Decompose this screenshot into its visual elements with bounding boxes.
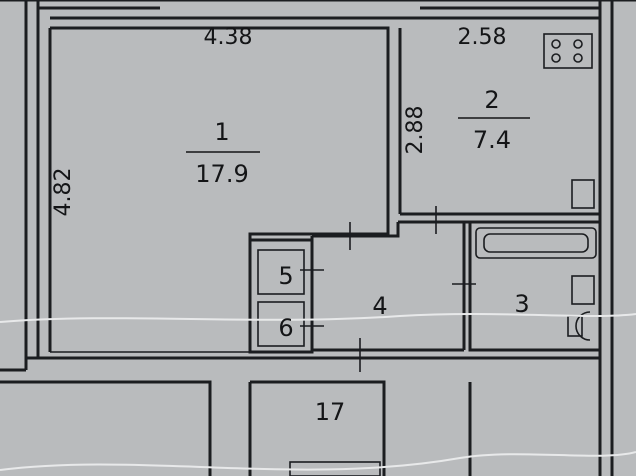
room1-height-label: 4.82 bbox=[51, 168, 76, 217]
kitchen-fixtures bbox=[543, 33, 595, 209]
partition-wall bbox=[386, 28, 600, 234]
stair-landing bbox=[0, 313, 636, 476]
room1-number: 1 bbox=[214, 118, 229, 146]
room4-number: 4 bbox=[372, 292, 387, 320]
toilet-icon bbox=[575, 311, 591, 341]
kitchen-sink-icon bbox=[571, 179, 595, 209]
room2-height-label: 2.88 bbox=[403, 106, 428, 155]
bathtub-icon bbox=[475, 227, 597, 259]
room1-width-label: 4.38 bbox=[204, 25, 253, 50]
room2-number: 2 bbox=[484, 86, 499, 114]
room3-number: 3 bbox=[514, 290, 529, 318]
room6-number: 6 bbox=[278, 314, 293, 342]
sink-icon bbox=[571, 275, 595, 305]
room17-number: 17 bbox=[315, 398, 346, 426]
room2-area: 7.4 bbox=[473, 126, 511, 154]
room1-area: 17.9 bbox=[195, 160, 248, 188]
room5-number: 5 bbox=[278, 262, 293, 290]
stove-icon bbox=[543, 33, 593, 69]
closets bbox=[248, 238, 324, 354]
room2-width-label: 2.58 bbox=[458, 25, 507, 50]
